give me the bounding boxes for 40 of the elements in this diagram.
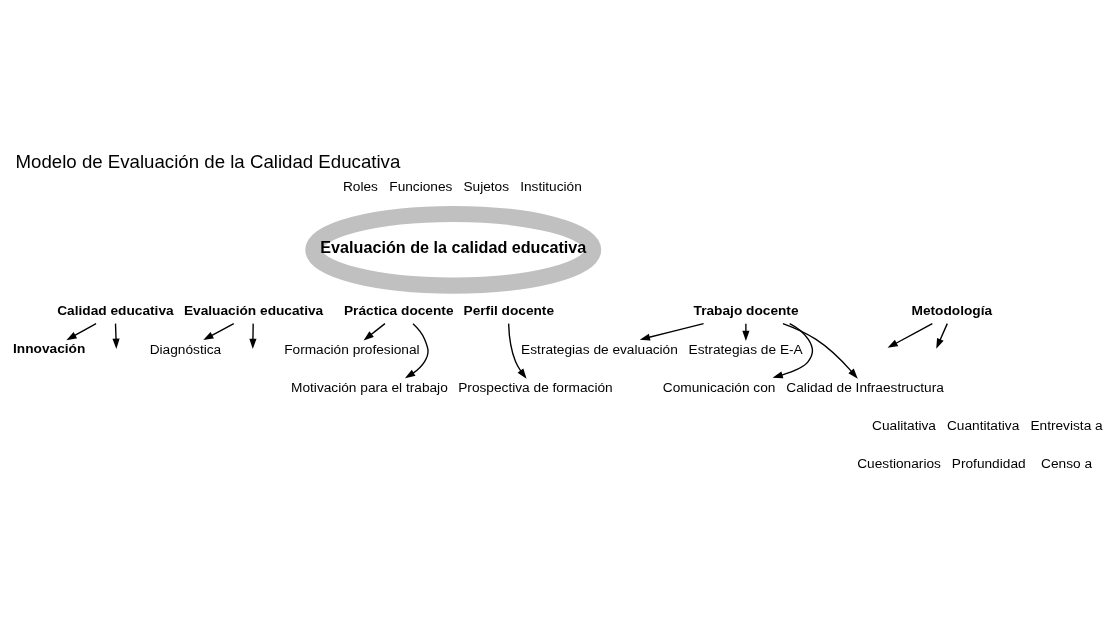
arrow <box>404 322 429 378</box>
label: Cuantitativa <box>946 417 1020 433</box>
node-text: Innovación <box>13 340 86 356</box>
arrow <box>936 322 948 349</box>
node-text: Comunicación con <box>662 379 776 395</box>
label: Roles <box>342 178 378 194</box>
node-text: Prospectiva de formación <box>458 379 613 395</box>
node-text: Estrategias de E-A <box>688 341 803 357</box>
arrow <box>782 322 858 379</box>
node-text: Estrategias de evaluación <box>521 341 678 357</box>
node-text: Formación profesional <box>284 341 420 357</box>
label: Cuestionarios <box>857 455 941 471</box>
label: Funciones <box>389 178 453 194</box>
label: Profundidad <box>951 455 1026 471</box>
arrow <box>66 322 97 340</box>
node-text: Metodología <box>911 302 993 318</box>
node-text: Trabajo docente <box>693 302 799 318</box>
node-text: Diagnóstica <box>149 341 222 357</box>
arrow <box>112 322 120 349</box>
arrow <box>639 322 705 341</box>
label: Sujetos <box>463 178 510 194</box>
node-ellipse: Evaluación de la calidad educativa <box>305 205 602 294</box>
label: Institución <box>520 178 582 194</box>
label: Entrevista a <box>1030 417 1103 433</box>
label: Censo a <box>1041 455 1093 471</box>
node-text: Calidad educativa <box>57 302 174 318</box>
node-text: Calidad de Infraestructura <box>786 379 944 395</box>
node-text: Práctica docente <box>343 302 454 318</box>
node-text: Motivación para el trabajo <box>291 379 448 395</box>
arrow <box>249 322 257 349</box>
arrow <box>203 322 235 340</box>
arrow <box>772 322 814 378</box>
arrow <box>742 322 750 341</box>
diagram-title: Modelo de Evaluación de la Calidad Educativa <box>15 150 401 172</box>
label: Cualitativa <box>872 417 936 433</box>
arrow <box>887 322 934 348</box>
arrow <box>363 322 386 340</box>
node-text: Evaluación educativa <box>183 302 324 318</box>
node-text: Perfil docente <box>463 302 555 318</box>
arrow <box>507 322 527 379</box>
